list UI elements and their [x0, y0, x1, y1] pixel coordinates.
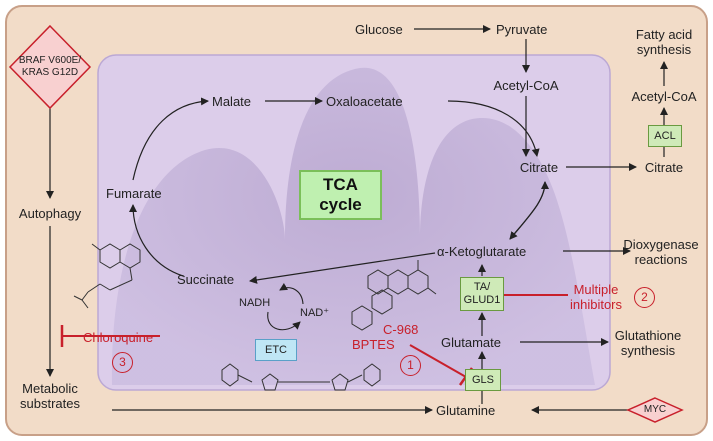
citrate-cyto-label: Citrate	[644, 160, 684, 175]
number-badge-3: 3	[112, 352, 133, 373]
citrate-mito-label: Citrate	[519, 160, 559, 175]
glutamine-label: Glutamine	[436, 403, 496, 418]
number-badge-1: 1	[400, 355, 421, 376]
etc-box: ETC	[255, 339, 297, 361]
alpha-ketoglutarate-label: α-Ketoglutarate	[437, 244, 527, 259]
number-badge-2: 2	[634, 287, 655, 308]
ta-glud1-box: TA/GLUD1	[460, 277, 504, 311]
bptes-label: BPTES	[352, 337, 395, 352]
braf-kras-label: BRAF V600E/KRAS G12D	[18, 55, 82, 78]
gls-box: GLS	[465, 369, 501, 391]
bptes-structure	[221, 363, 381, 391]
succinate-label: Succinate	[177, 272, 235, 287]
glutamate-label: Glutamate	[441, 335, 501, 350]
braf-diamond	[8, 24, 92, 110]
myc-label: MYC	[643, 404, 667, 415]
c968-structure	[351, 260, 437, 331]
acl-box: ACL	[648, 125, 682, 147]
acetyl-coa-cyto-label: Acetyl-CoA	[631, 89, 697, 104]
nadh-label: NADH	[239, 297, 271, 309]
pyruvate-label: Pyruvate	[496, 22, 548, 37]
myc-diamond	[626, 397, 684, 423]
autophagy-label: Autophagy	[18, 206, 82, 221]
nad-label: NAD⁺	[300, 307, 330, 319]
chloroquine-label: Chloroquine	[83, 330, 154, 345]
c968-label: C-968	[383, 322, 419, 337]
chloroquine-structure	[73, 243, 141, 309]
malate-label: Malate	[212, 94, 252, 109]
glucose-label: Glucose	[355, 22, 403, 37]
acetyl-coa-mito-label: Acetyl-CoA	[493, 78, 559, 93]
fumarate-label: Fumarate	[106, 186, 162, 201]
oxaloacetate-label: Oxaloacetate	[326, 94, 403, 109]
